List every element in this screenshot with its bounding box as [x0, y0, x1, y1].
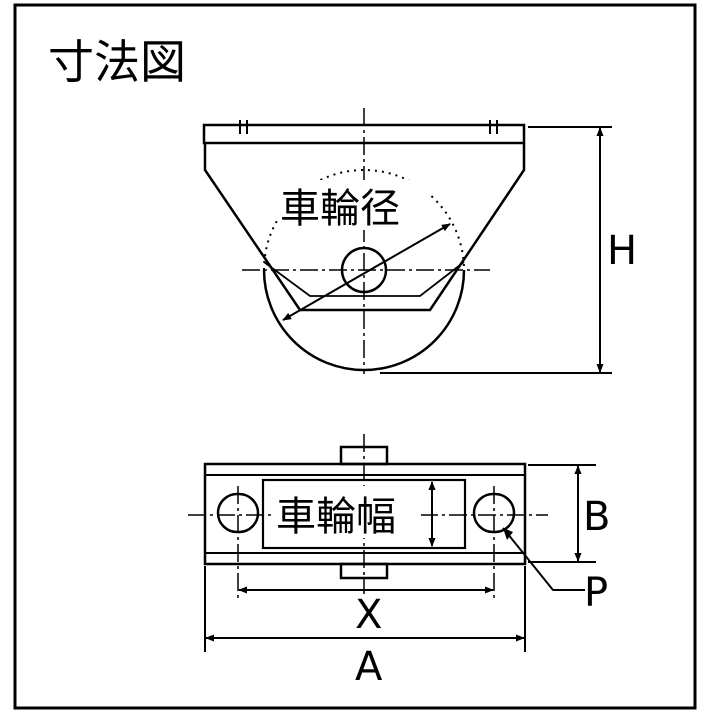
wheel-hidden-outline: [263, 169, 465, 271]
wheel-width-label-bg: [271, 486, 421, 538]
hole-leader: [502, 527, 585, 591]
height-label: H: [607, 228, 637, 274]
wheel-diameter-label: 車輪径: [280, 186, 400, 232]
wheel-diameter-label-bg: [278, 180, 430, 230]
width-b-dimension: [528, 464, 596, 563]
wheel-width-label: 車輪幅: [276, 494, 396, 540]
outer-border: [13, 3, 697, 710]
wheel-diameter-arrow: [282, 223, 451, 321]
front-centerlines: [242, 108, 490, 374]
hole-label: P: [584, 570, 608, 616]
diagram-title: 寸法図: [48, 35, 186, 89]
overall-length-dimension: [204, 566, 526, 652]
hole-pitch-label: X: [355, 592, 382, 638]
width-b-label: B: [583, 494, 610, 540]
front-view: [202, 120, 526, 372]
height-dimension: [380, 126, 612, 374]
overall-length-label: A: [355, 644, 383, 690]
